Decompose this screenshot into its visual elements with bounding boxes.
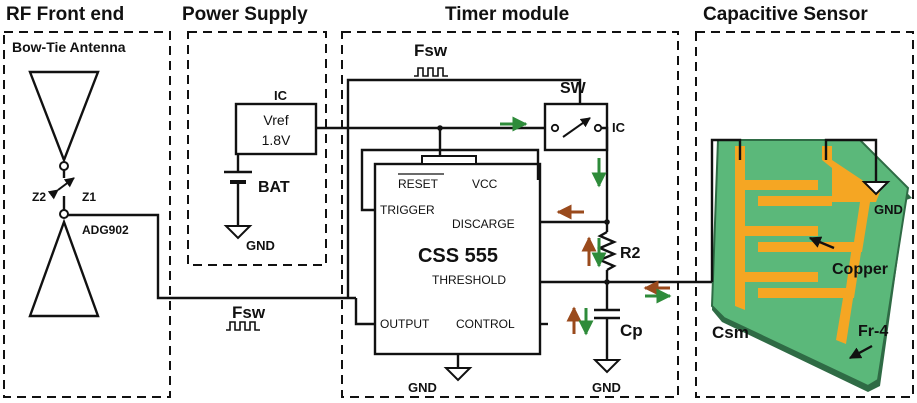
sw-terminal (593, 123, 603, 133)
antenna-lower-element (28, 218, 100, 318)
battery-label: BAT (258, 179, 290, 196)
pin-output-label: OUTPUT (380, 317, 430, 331)
ground-symbol (861, 181, 891, 196)
sw-terminal (550, 123, 560, 133)
trigger-threshold-loop (360, 148, 540, 212)
copper-electrode-right (836, 292, 854, 344)
r2-resistor (596, 230, 618, 272)
pin-threshold-label: THRESHOLD (432, 273, 506, 287)
ground-symbol (443, 367, 473, 382)
pulse-train-icon (414, 67, 448, 77)
fsw-label-top: Fsw (414, 41, 448, 60)
power-section-title: Power Supply (182, 4, 308, 25)
fsw-label-bottom: Fsw (232, 303, 266, 322)
sw-ic-label: IC (612, 120, 626, 135)
r2-label: R2 (620, 245, 641, 262)
rf-switch-z1-label: Z1 (82, 190, 96, 204)
rf-switch-z2-label: Z2 (32, 190, 46, 204)
pin-reset-label: RESET (398, 177, 439, 191)
sw-blade-arrow (562, 117, 591, 138)
ground-symbol (223, 225, 253, 240)
copper-pointer-arrow (808, 236, 835, 250)
antenna-feed-terminal-top (59, 161, 69, 171)
sensor-ground-label: GND (874, 202, 903, 217)
chip-top-notch (421, 155, 477, 165)
sensor-section-box (695, 31, 914, 398)
pin-trigger-label: TRIGGER (380, 203, 435, 217)
sensor-ground-wire (824, 138, 878, 182)
antenna-feed-terminal-bottom (59, 209, 69, 219)
vref-voltage: 1.8V (262, 132, 291, 148)
rf-switch-arrow (47, 177, 75, 200)
chip-label: CSS 555 (418, 245, 498, 267)
sensor-board (710, 139, 912, 392)
ground-symbol (592, 359, 622, 374)
copper-electrode-left (735, 146, 818, 310)
sensor-section-title: Capacitive Sensor (703, 4, 868, 25)
antenna-label: Bow-Tie Antenna (12, 39, 126, 55)
timer-section-box (341, 31, 679, 398)
antenna-upper-element (28, 70, 100, 164)
timer-section-title: Timer module (445, 4, 569, 25)
csm-label: Csm (712, 323, 749, 342)
pin-vcc-label: VCC (472, 177, 498, 191)
fsw-control-wire (68, 213, 356, 300)
cp-label: Cp (620, 321, 643, 340)
chip-ground-label: GND (408, 380, 437, 395)
cap-ground-label: GND (592, 380, 621, 395)
rf-section-title: RF Front end (6, 4, 124, 25)
copper-label: Copper (832, 261, 888, 278)
copper-electrode-right (758, 146, 880, 206)
pin-control-label: CONTROL (456, 317, 515, 331)
fsw-feedback-wire (346, 78, 582, 298)
pulse-train-icon (226, 321, 260, 331)
pin-discharge-label: DISCARGE (452, 217, 515, 231)
fr4-label: Fr-4 (858, 323, 888, 340)
sw-to-r2-wire (601, 126, 609, 222)
fr4-pointer-arrow (848, 344, 873, 360)
ic-label: IC (274, 88, 288, 103)
vref-regulator (234, 102, 318, 156)
sw-label: SW (560, 80, 587, 97)
output-pin-wire (354, 298, 375, 326)
power-section-box (187, 31, 327, 266)
junction-dot (437, 125, 443, 131)
rf-section-box (3, 31, 171, 398)
switch-ic-label: ADG902 (82, 223, 129, 237)
vref-label: Vref (263, 112, 288, 128)
ground-label: GND (246, 238, 275, 253)
sensor-signal-wire (710, 138, 742, 282)
